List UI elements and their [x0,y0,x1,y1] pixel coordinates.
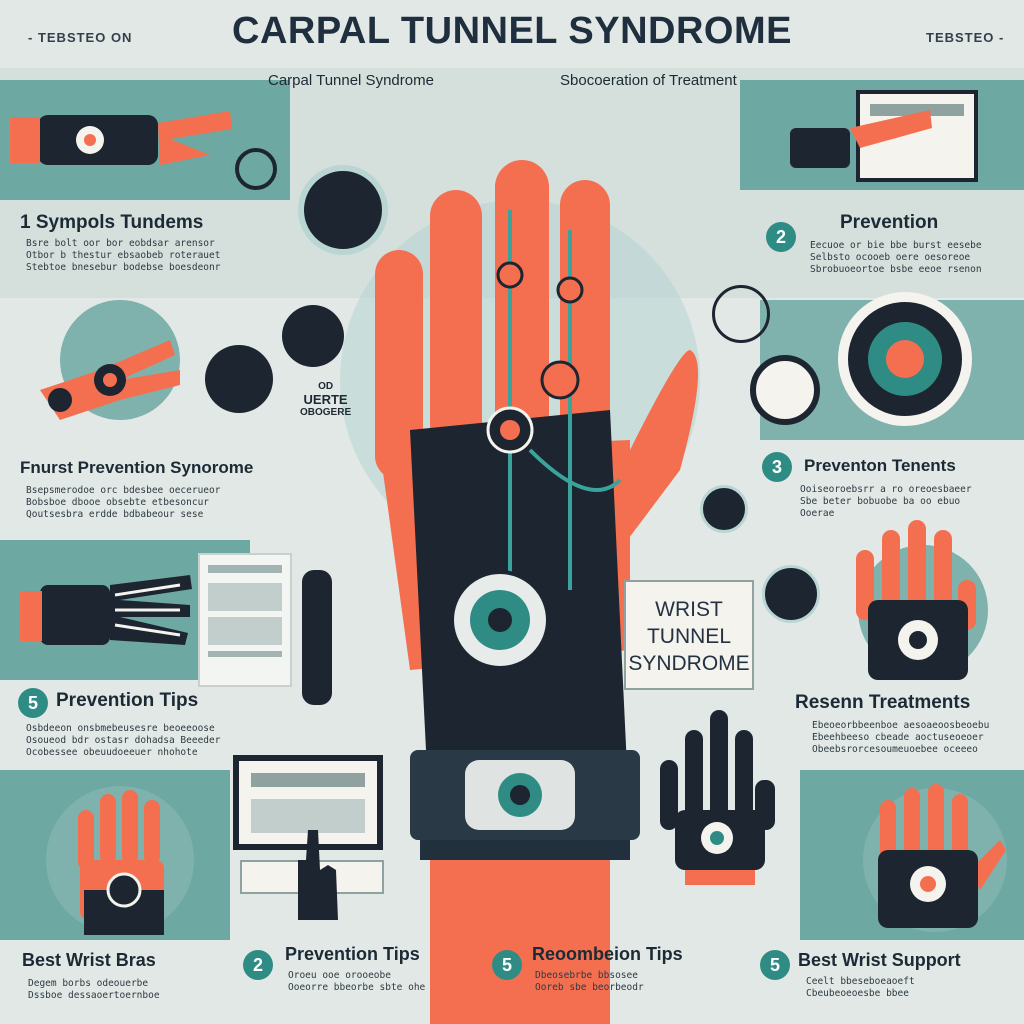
right-section-2-heading: Preventon Tenents [804,456,956,475]
right-section-3-heading: Resenn Treatments [795,692,971,713]
left-section-3-number-badge: 5 [18,688,48,718]
hand-with-brace-icon [10,111,232,165]
left-section-2-heading: Fnurst Prevention Synorome [20,458,254,477]
wrist-brace-screen-icon [790,90,978,182]
bottom-item-4-number-badge: 5 [760,950,790,980]
right-section-1-number-badge: 2 [766,222,796,252]
glove-brace-icon [20,575,192,645]
hand-brace-right-icon [856,520,988,680]
typing-hand-icon [298,830,338,920]
bottom-item-2-number-badge: 2 [243,950,273,980]
header-left-note: - TEBSTEO ON [28,30,133,45]
gauge-icon [712,285,770,343]
supplements-icon-circle [205,345,273,413]
left-section-1-heading: 1 Sympols Tundems [20,212,204,233]
left-section-3-heading: Prevention Tips [56,690,199,711]
document-card [198,553,292,687]
hand-support-bottom-left-icon [46,786,194,935]
bottom-item-1-heading: Best Wrist Bras [22,950,156,970]
bottom-item-3-heading: Reoombeion Tips [532,944,683,964]
header-right-note: TEBSTEO - [926,30,1005,45]
top-right-section-title: Sbocoeration of Treatment [560,72,737,89]
central-hand-brace-illustration [340,160,700,1024]
bottom-item-4-heading: Best Wrist Support [798,950,961,970]
top-left-section-title: Carpal Tunnel Syndrome [268,72,434,89]
small-round-icon [235,148,277,190]
page-title: CARPAL TUNNEL SYNDROME [232,10,792,52]
hand-support-bottom-right-icon [863,784,1007,932]
glove-bottom-center-icon [660,710,775,885]
lock-icon-circle [282,305,344,367]
target-dial-icon [298,165,388,255]
bottom-item-2-heading: Prevention Tips [285,944,420,964]
bottom-item-3-number-badge: 5 [492,950,522,980]
clock-icon-circle [762,565,820,623]
right-section-2-number-badge: 3 [762,452,792,482]
palm-pressure-icon [40,300,180,420]
small-target-icon [750,355,820,425]
wrist-tunnel-syndrome-label: WRIST TUNNEL SYNDROME [624,580,754,690]
large-target-icon [838,292,972,426]
device-remote-icon [302,570,332,705]
right-section-1-heading: Prevention [840,212,939,233]
phone-icon-circle [700,485,748,533]
